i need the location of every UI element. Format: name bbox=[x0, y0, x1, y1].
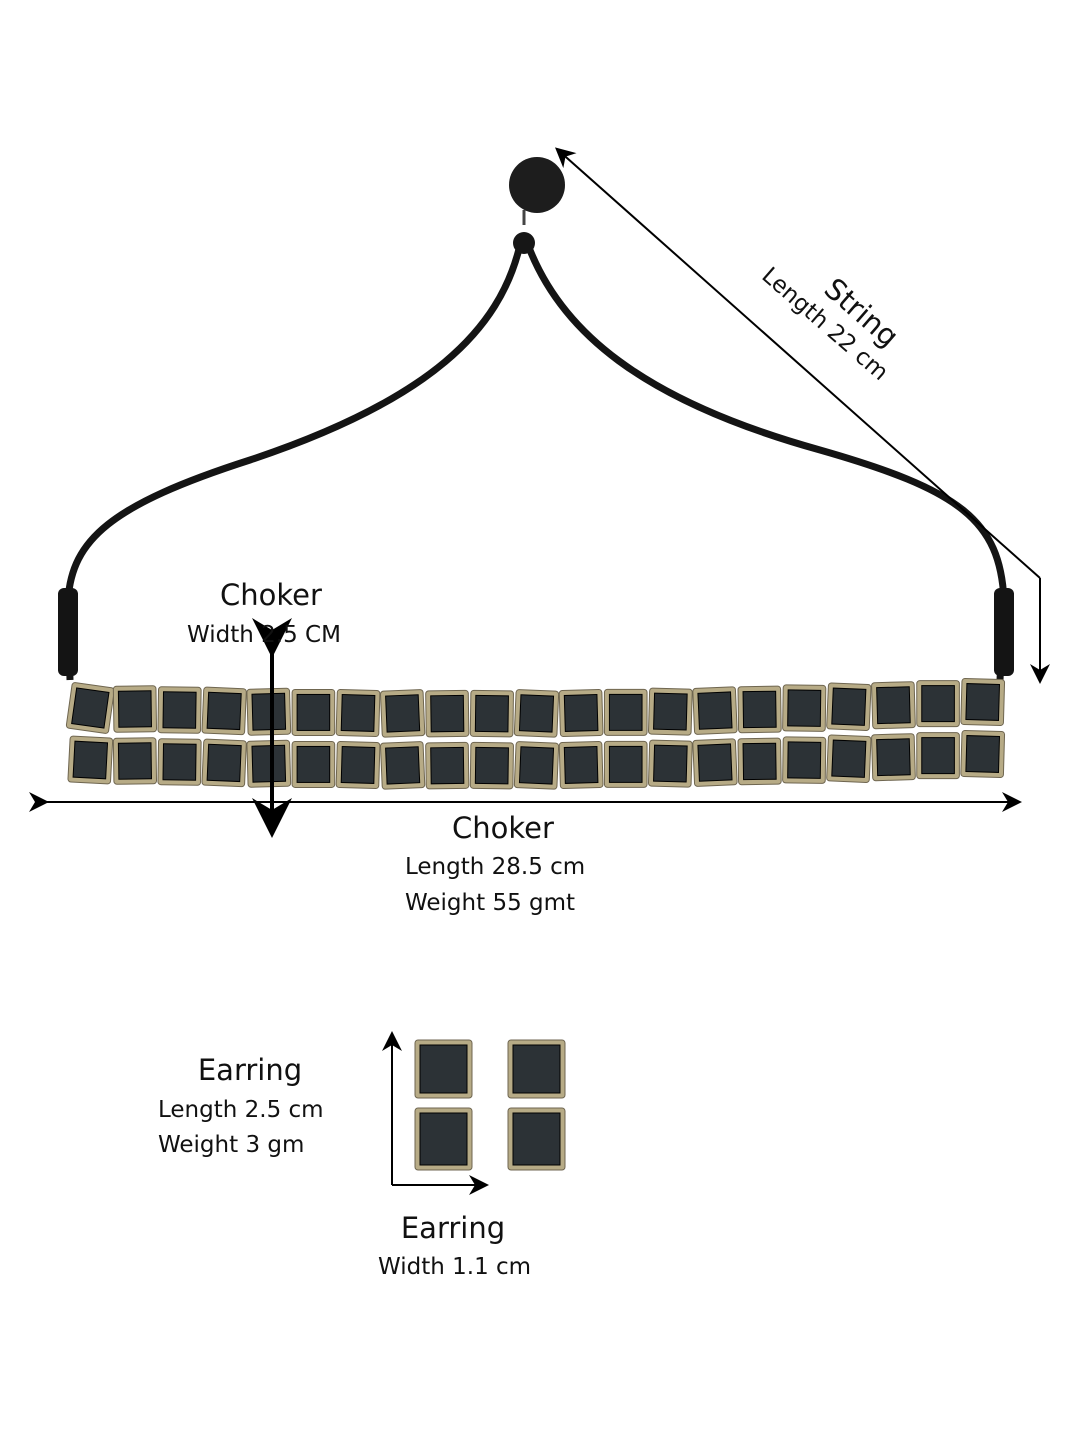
choker-tile-bottom bbox=[201, 738, 247, 788]
cord-bead bbox=[513, 232, 535, 254]
choker-tile-bottom bbox=[916, 732, 960, 780]
choker-tile-top bbox=[246, 687, 292, 736]
choker-tile-bottom bbox=[157, 738, 202, 786]
choker-tile-bottom bbox=[246, 739, 292, 788]
choker-tile-top bbox=[692, 686, 738, 735]
earrings bbox=[414, 1039, 566, 1171]
choker-tile-top bbox=[65, 682, 115, 734]
earring-title: Earring bbox=[198, 1053, 302, 1087]
choker-width-value: Width 2.5 CM bbox=[187, 622, 341, 648]
earring-left-top bbox=[414, 1039, 473, 1099]
choker-tile-top bbox=[737, 685, 782, 734]
choker-tile-top bbox=[335, 688, 381, 737]
choker-tile-bottom bbox=[291, 740, 336, 788]
choker-tile-top bbox=[960, 677, 1006, 727]
choker-tile-bottom bbox=[603, 740, 648, 788]
choker-tile-top bbox=[871, 681, 916, 730]
string-length-arrow bbox=[555, 147, 1041, 579]
choker-tile-top bbox=[513, 689, 560, 738]
choker-tile-top bbox=[603, 688, 648, 736]
cord-wrap-right bbox=[994, 588, 1014, 676]
choker-tile-bottom bbox=[737, 737, 782, 786]
choker-tile-top bbox=[647, 687, 693, 736]
earring-width-title: Earring bbox=[401, 1211, 505, 1245]
choker-tiles bbox=[65, 677, 1006, 790]
choker-tile-top bbox=[469, 689, 514, 738]
choker-tile-top bbox=[201, 686, 247, 736]
choker-tile-bottom bbox=[960, 729, 1006, 779]
choker-length: Length 28.5 cm bbox=[405, 854, 585, 880]
choker-tile-bottom bbox=[425, 741, 470, 790]
choker-tile-top bbox=[826, 682, 872, 731]
necklace-cord bbox=[58, 157, 1014, 681]
choker-tile-bottom bbox=[826, 734, 872, 783]
choker-tile-top bbox=[425, 689, 470, 738]
dimension-arrows bbox=[29, 147, 1050, 1195]
choker-tile-bottom bbox=[112, 737, 158, 785]
choker-tile-bottom bbox=[871, 733, 916, 782]
choker-title: Choker bbox=[452, 811, 554, 845]
choker-tile-bottom bbox=[558, 740, 604, 790]
choker-tile-top bbox=[380, 689, 426, 738]
choker-tile-bottom bbox=[647, 739, 693, 788]
choker-tile-bottom bbox=[782, 736, 827, 784]
cord-wrap-left bbox=[58, 588, 78, 676]
choker-tile-bottom bbox=[469, 741, 514, 790]
choker-tile-top bbox=[157, 686, 202, 734]
choker-tile-top bbox=[112, 685, 158, 733]
choker-tile-bottom bbox=[513, 741, 560, 790]
earring-left-bottom bbox=[414, 1107, 473, 1171]
choker-width-title: Choker bbox=[220, 578, 322, 612]
choker-tile-bottom bbox=[692, 738, 738, 787]
string-label-group: String Length 22 cm bbox=[757, 263, 906, 386]
earring-width-value: Width 1.1 cm bbox=[378, 1254, 531, 1280]
choker-tile-top bbox=[782, 684, 827, 732]
clasp-ball bbox=[509, 157, 565, 213]
earring-weight: Weight 3 gm bbox=[158, 1132, 304, 1158]
choker-tile-top bbox=[558, 688, 604, 738]
earring-right-bottom bbox=[507, 1107, 566, 1171]
choker-tile-top bbox=[916, 680, 960, 728]
choker-tile-top bbox=[291, 688, 336, 736]
earring-length: Length 2.5 cm bbox=[158, 1097, 324, 1123]
choker-tile-bottom bbox=[335, 740, 381, 789]
choker-weight: Weight 55 gmt bbox=[405, 890, 575, 916]
earring-right-top bbox=[507, 1039, 566, 1099]
choker-tile-bottom bbox=[380, 741, 426, 790]
choker-tile-bottom bbox=[67, 735, 114, 785]
